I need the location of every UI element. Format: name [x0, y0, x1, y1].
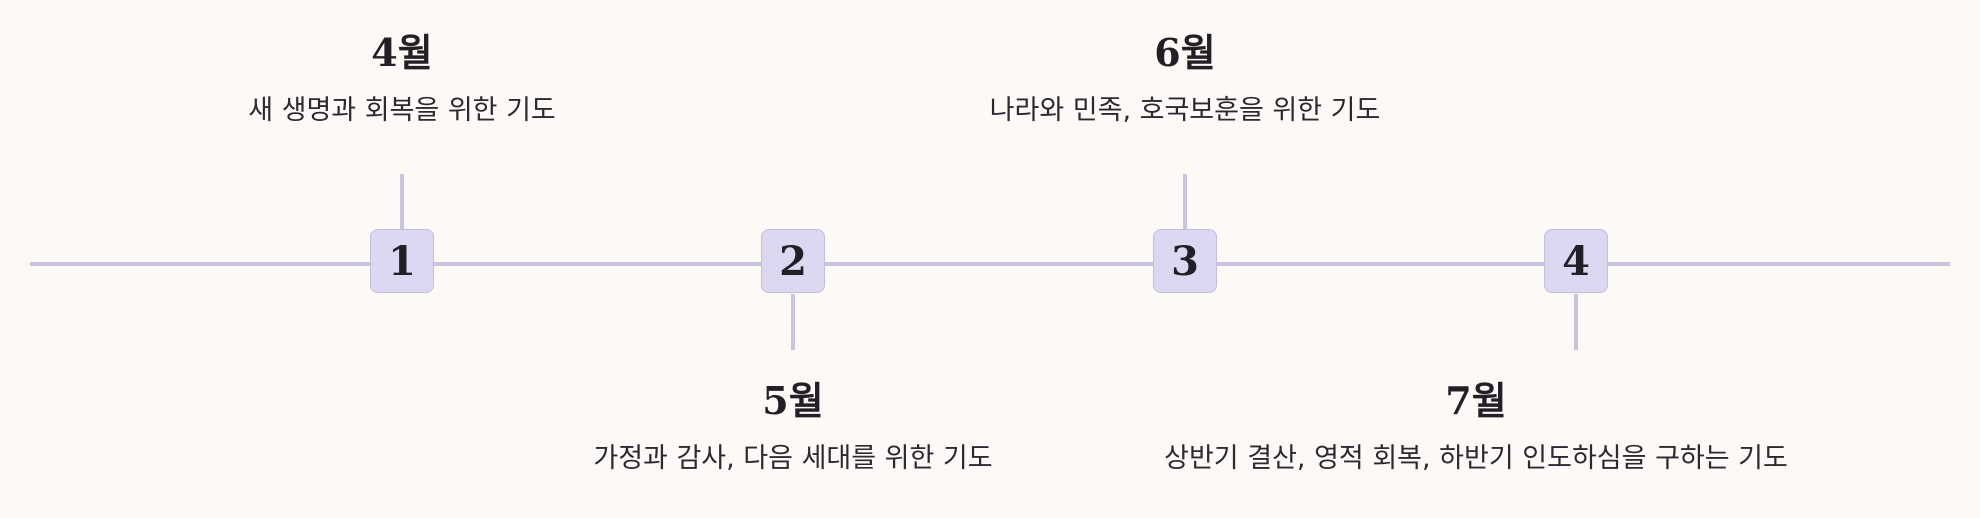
timeline-event-2: 5월 가정과 감사, 다음 세대를 위한 기도 [533, 378, 1053, 476]
connector-3 [1183, 174, 1187, 230]
timeline-node-3: 3 [1153, 229, 1217, 293]
timeline-node-4: 4 [1544, 229, 1608, 293]
event-month: 5월 [762, 378, 824, 423]
connector-2 [791, 294, 795, 350]
timeline-event-3: 6월 나라와 민족, 호국보훈을 위한 기도 [925, 30, 1445, 128]
timeline-event-4: 7월 상반기 결산, 영적 회복, 하반기 인도하심을 구하는 기도 [1116, 378, 1836, 476]
event-description: 새 생명과 회복을 위한 기도 [248, 95, 556, 126]
connector-1 [400, 174, 404, 230]
event-month: 7월 [1445, 378, 1507, 423]
event-description: 나라와 민족, 호국보훈을 위한 기도 [989, 95, 1381, 126]
timeline-node-1: 1 [370, 229, 434, 293]
timeline-event-1: 4월 새 생명과 회복을 위한 기도 [142, 30, 662, 128]
timeline-axis [30, 262, 1950, 266]
event-month: 6월 [1154, 30, 1216, 75]
event-month: 4월 [371, 30, 433, 75]
event-description: 상반기 결산, 영적 회복, 하반기 인도하심을 구하는 기도 [1164, 443, 1788, 474]
connector-4 [1574, 294, 1578, 350]
timeline-node-2: 2 [761, 229, 825, 293]
event-description: 가정과 감사, 다음 세대를 위한 기도 [593, 443, 993, 474]
